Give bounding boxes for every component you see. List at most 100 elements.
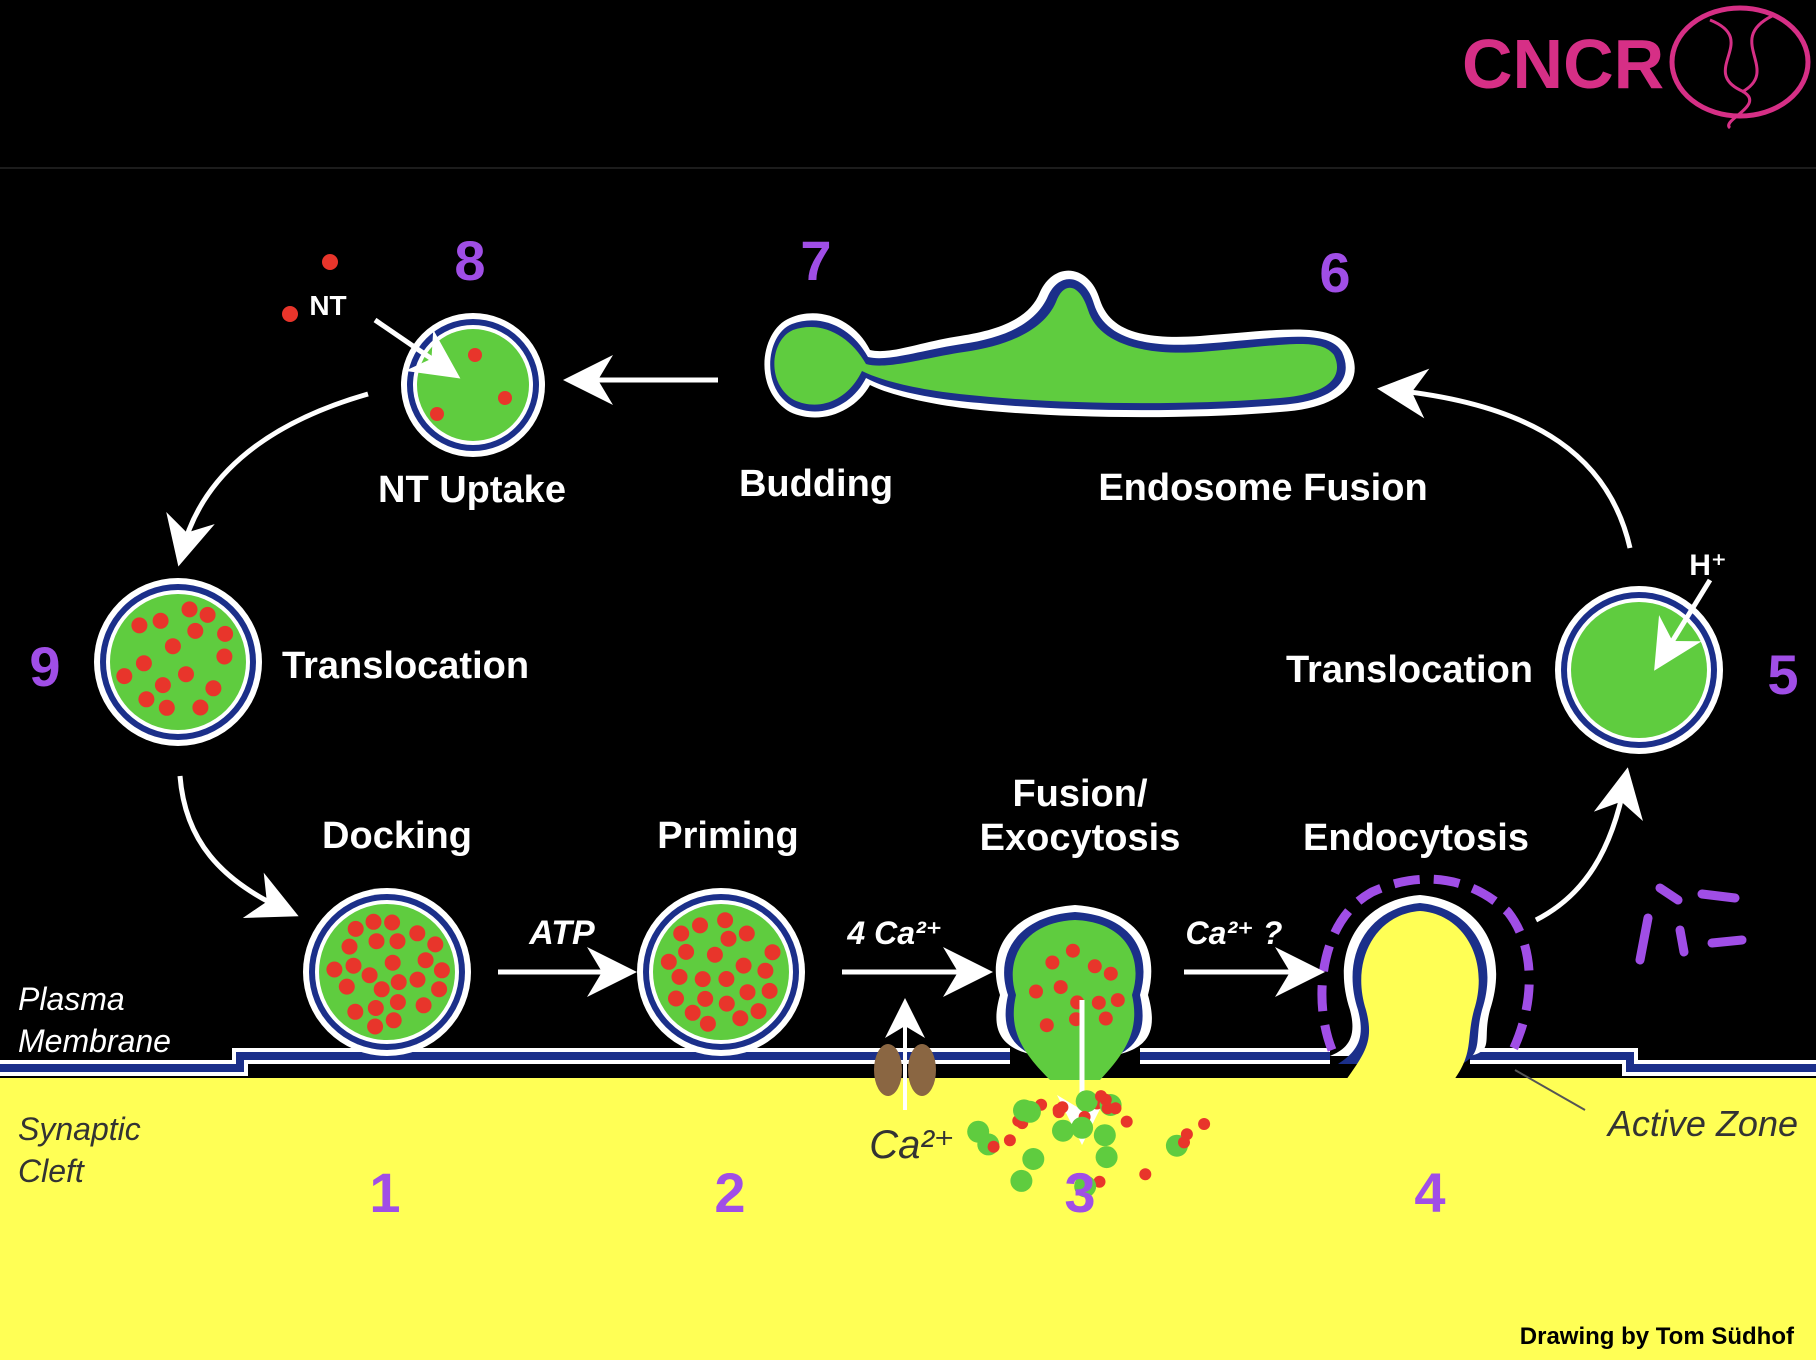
- nt-molecule: [384, 954, 401, 971]
- nt-molecule: [1180, 1128, 1193, 1141]
- label-calcium-query: Ca²⁺ ?: [1186, 915, 1283, 951]
- nt-molecule: [761, 982, 778, 999]
- nt-molecule: [417, 952, 434, 969]
- released-membrane-particle: [1071, 1116, 1094, 1139]
- nt-molecule: [409, 971, 426, 988]
- active-zone-pointer: [1514, 1069, 1586, 1111]
- nt-molecule: [384, 914, 401, 931]
- step-number-3: 3: [1064, 1161, 1095, 1224]
- nt-molecule: [282, 306, 298, 322]
- proton-arrow: [1654, 578, 1713, 671]
- step-number-5: 5: [1767, 643, 1798, 706]
- nt-molecule: [739, 984, 756, 1001]
- coat-fragments: [1635, 883, 1747, 965]
- nt-molecule: [341, 938, 358, 955]
- nt-molecule: [720, 930, 737, 947]
- released-membrane-particle: [1074, 1175, 1097, 1198]
- nt-molecule: [673, 925, 690, 942]
- nt-molecule: [365, 913, 382, 930]
- nt-molecule: [361, 967, 378, 984]
- arrow-9-to-1: [177, 775, 299, 919]
- nt-molecule: [385, 1012, 402, 1029]
- nt-molecule: [427, 936, 444, 953]
- label-exocytosis: Exocytosis: [980, 817, 1181, 859]
- nt-molecule: [735, 957, 752, 974]
- nt-molecule: [1039, 1018, 1054, 1033]
- nt-molecule: [347, 920, 364, 937]
- vesicle-priming: [637, 888, 805, 1056]
- vesicle-endocytosis: [1317, 874, 1534, 1080]
- nt-uptake-arrow: [373, 317, 461, 379]
- endosome: [764, 270, 1355, 418]
- nt-molecule: [205, 680, 222, 697]
- released-membrane-particle: [1052, 1119, 1074, 1142]
- nt-molecule: [1110, 993, 1125, 1008]
- arrow-4-to-5: [1534, 767, 1643, 923]
- nt-molecule: [697, 990, 714, 1007]
- logo-helix: [1709, 18, 1752, 130]
- logo-ring: [1669, 5, 1811, 119]
- nt-molecule: [1139, 1168, 1152, 1181]
- nt-molecule: [389, 994, 406, 1011]
- released-membrane-particle: [1010, 1169, 1033, 1192]
- nt-molecule: [199, 606, 216, 623]
- nt-molecule: [135, 655, 152, 672]
- nt-molecule: [1109, 1102, 1122, 1115]
- cycle-arrows: [166, 355, 1643, 997]
- nt-molecule: [718, 971, 735, 987]
- nt-molecule: [368, 933, 385, 950]
- credit-text: Drawing by Tom Südhof: [1520, 1323, 1795, 1350]
- nt-molecule: [415, 997, 432, 1014]
- released-membrane-particle: [1095, 1146, 1118, 1169]
- vesicle-fusion: [967, 905, 1211, 1198]
- nt-molecule: [216, 648, 233, 665]
- nt-molecule: [431, 981, 448, 998]
- nt-molecule: [131, 617, 148, 634]
- nt-molecule: [1053, 980, 1068, 995]
- nt-molecule: [1093, 1175, 1106, 1188]
- nt-molecule: [706, 946, 723, 963]
- nt-molecule: [367, 1018, 384, 1035]
- step-number-1: 1: [369, 1161, 400, 1224]
- nt-molecule: [738, 925, 755, 942]
- released-membrane-particle: [1022, 1148, 1045, 1170]
- nt-molecule: [178, 666, 194, 683]
- nt-molecule: [750, 1003, 767, 1020]
- released-membrane-particle: [1075, 1090, 1098, 1113]
- vesicle-docking: [303, 888, 471, 1056]
- released-neurotransmitter: [967, 1090, 1211, 1198]
- nt-molecule: [717, 912, 734, 929]
- label-nt: NT: [309, 290, 346, 321]
- nt-molecule: [345, 957, 362, 974]
- nt-molecule: [373, 981, 390, 998]
- nt-molecule: [1091, 995, 1106, 1010]
- nt-molecule: [181, 601, 198, 618]
- nt-molecule: [409, 925, 426, 942]
- vesicle-translocation-5: [1555, 578, 1723, 754]
- label-cleft: Cleft: [18, 1153, 85, 1189]
- nt-molecule: [187, 622, 204, 639]
- nt-molecule: [764, 944, 781, 961]
- nt-molecule: [1045, 955, 1060, 970]
- nt-molecule: [217, 625, 234, 642]
- nt-molecule: [987, 1140, 1000, 1153]
- nt-molecule: [338, 978, 355, 995]
- label-synaptic: Synaptic: [18, 1111, 141, 1147]
- nt-molecule: [1198, 1118, 1211, 1130]
- nt-molecule: [1095, 1090, 1107, 1103]
- nt-molecule: [692, 917, 708, 934]
- nt-molecule: [671, 968, 688, 985]
- nt-molecule: [1003, 1134, 1016, 1147]
- logo-text: CNCR: [1462, 25, 1664, 103]
- nt-molecule: [433, 962, 450, 979]
- calcium-channel: [874, 998, 936, 1110]
- step-number-7: 7: [800, 229, 831, 292]
- nt-molecule: [152, 612, 169, 629]
- nt-molecule: [694, 971, 711, 988]
- label-endosome-fusion: Endosome Fusion: [1098, 467, 1427, 509]
- nt-molecule: [164, 638, 181, 655]
- arrow-8-to-9: [166, 391, 369, 567]
- nt-molecule: [1087, 959, 1102, 974]
- nt-molecule: [660, 953, 677, 970]
